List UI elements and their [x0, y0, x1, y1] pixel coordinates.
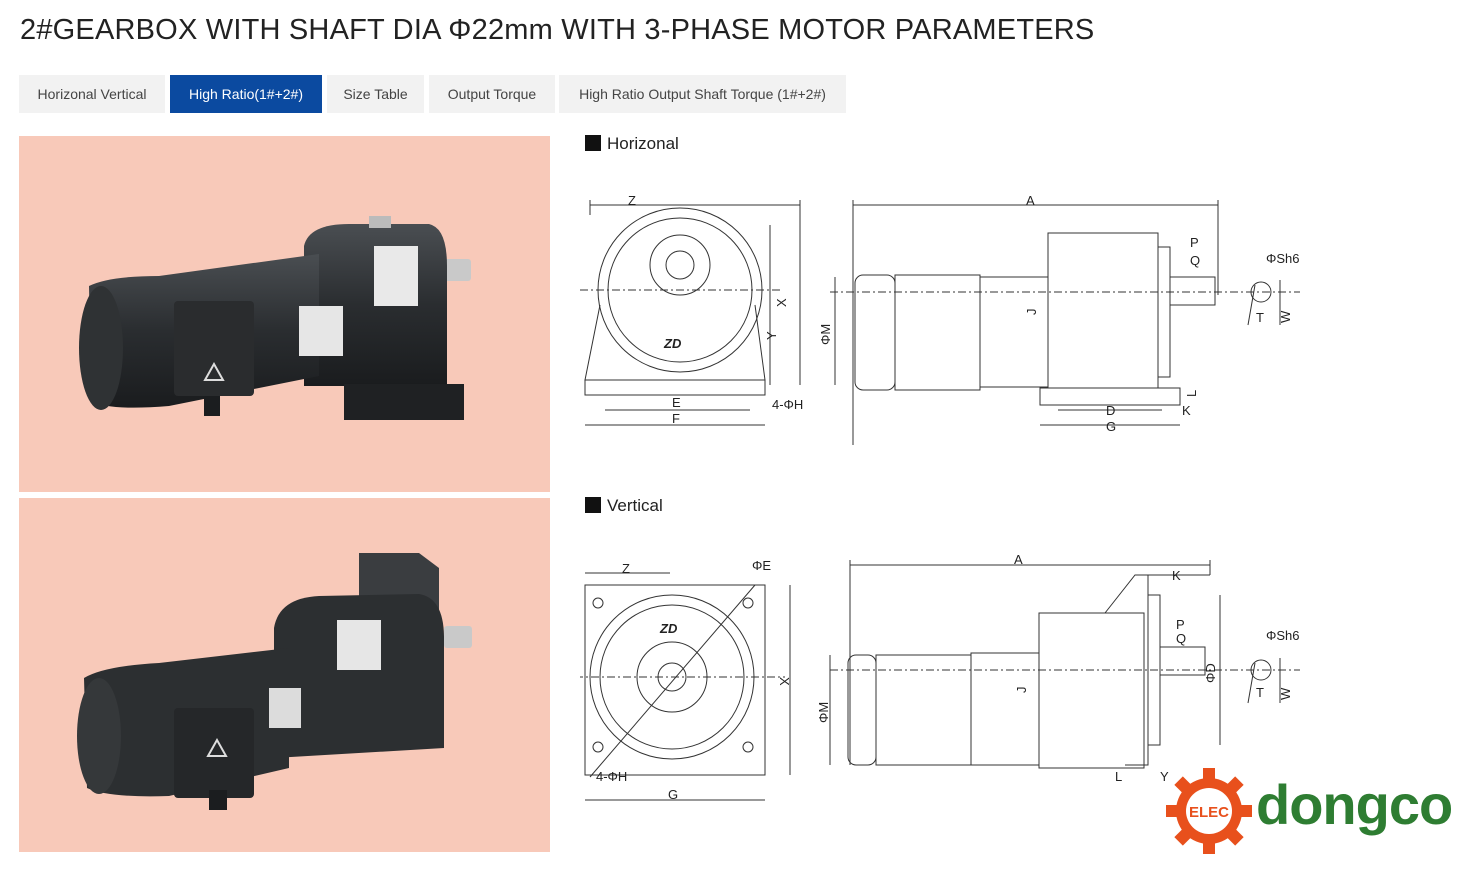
dim-x: X — [774, 298, 789, 307]
dim-g: G — [1106, 419, 1116, 434]
zd-mark-v: ZD — [659, 621, 678, 636]
dim-z-v: Z — [622, 561, 630, 576]
section-marker — [585, 135, 601, 151]
dim-d-v: ΦD — [1203, 663, 1218, 683]
dim-4h-v: 4-ΦH — [596, 769, 627, 784]
logo-badge-text: ELEC — [1189, 804, 1229, 821]
dim-4h: 4-ΦH — [772, 397, 803, 412]
dim-g-v: G — [668, 787, 678, 802]
dim-p: P — [1190, 235, 1199, 250]
dim-q: Q — [1190, 253, 1200, 268]
dim-t: T — [1256, 310, 1264, 325]
vertical-label-text: Vertical — [607, 496, 663, 515]
dim-e-v: ΦE — [752, 558, 771, 573]
horizontal-label-text: Horizonal — [607, 134, 679, 153]
dim-t-v: T — [1256, 685, 1264, 700]
tab-high-ratio[interactable]: High Ratio(1#+2#) — [170, 75, 322, 113]
dim-j-v: J — [1014, 687, 1029, 694]
dim-m: ΦM — [818, 324, 833, 345]
vertical-motor-photo — [19, 498, 550, 852]
dim-w: W — [1278, 310, 1293, 323]
horizontal-dimension-drawing: Z X Y E F 4-ΦH ZD A P Q ΦM J D G K L ΦSh… — [580, 193, 1300, 445]
page-title: 2#GEARBOX WITH SHAFT DIA Φ22mm WITH 3-PH… — [20, 14, 1095, 46]
dim-y: Y — [764, 331, 779, 340]
dim-a-v: A — [1014, 555, 1023, 567]
dim-sh6: ΦSh6 — [1266, 251, 1300, 266]
dim-j: J — [1024, 309, 1039, 316]
section-marker — [585, 497, 601, 513]
dim-k: K — [1182, 403, 1191, 418]
vertical-section-label: Vertical — [585, 496, 663, 516]
dim-l: L — [1184, 390, 1199, 397]
dim-z: Z — [628, 193, 636, 208]
dim-p-v: P — [1176, 617, 1185, 632]
dim-sh6-v: ΦSh6 — [1266, 628, 1300, 643]
dim-e: E — [672, 395, 681, 410]
horizontal-section-label: Horizonal — [585, 134, 679, 154]
vertical-dimension-drawing: Z ΦE X 4-ΦH G ZD A K P Q ΦM J ΦD L Y ΦSh… — [580, 555, 1300, 802]
dim-q-v: Q — [1176, 631, 1186, 646]
tab-high-ratio-output-shaft-torque[interactable]: High Ratio Output Shaft Torque (1#+2#) — [559, 75, 846, 113]
tab-output-torque[interactable]: Output Torque — [429, 75, 555, 113]
tab-horizonal-vertical[interactable]: Horizonal Vertical — [19, 75, 165, 113]
horizontal-motor-photo — [19, 136, 550, 492]
dim-a: A — [1026, 193, 1035, 208]
dim-l-v: L — [1115, 769, 1122, 784]
dim-w-v: W — [1278, 687, 1293, 700]
dim-y-v: Y — [1160, 769, 1169, 784]
zd-mark: ZD — [663, 336, 682, 351]
dim-d: D — [1106, 403, 1115, 418]
logo-wordmark: dongco — [1256, 773, 1453, 836]
dongco-logo: ELEC dongco — [1166, 768, 1453, 854]
dim-f: F — [672, 411, 680, 426]
dim-k-v: K — [1172, 568, 1181, 583]
tab-size-table[interactable]: Size Table — [327, 75, 424, 113]
dim-m-v: ΦM — [816, 702, 831, 723]
gear-icon: ELEC — [1166, 768, 1252, 854]
dim-x-v: X — [777, 677, 792, 686]
